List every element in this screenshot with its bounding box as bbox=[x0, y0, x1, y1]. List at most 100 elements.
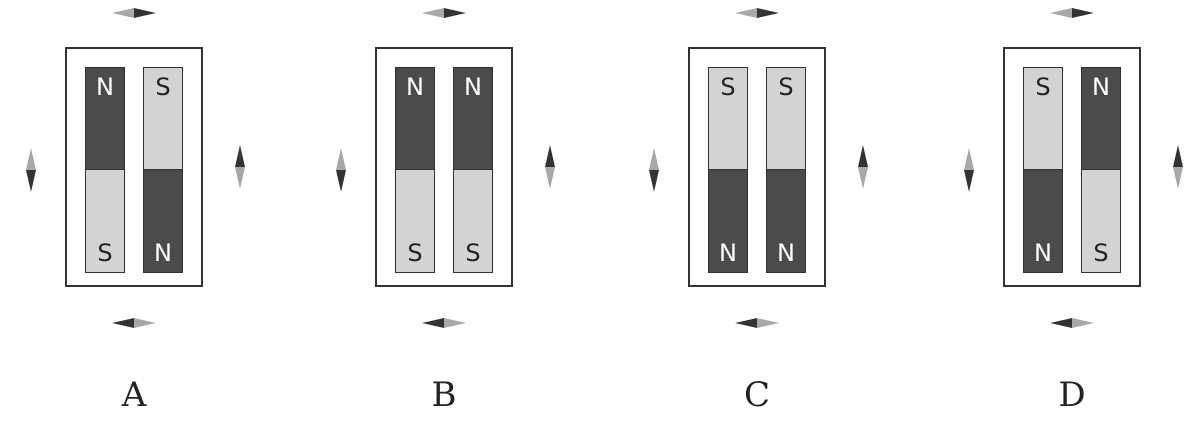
pole-label: N bbox=[1092, 73, 1110, 101]
pole-label: S bbox=[465, 239, 481, 267]
south-pole-region: S bbox=[1024, 68, 1062, 170]
needle-north-half bbox=[336, 170, 346, 192]
needle-north-half bbox=[1050, 318, 1072, 328]
panel-label: B bbox=[431, 375, 457, 415]
compass-needle-icon bbox=[858, 145, 868, 189]
pole-label: S bbox=[1093, 239, 1109, 267]
needle-north-half bbox=[1072, 8, 1094, 18]
compass-needle-icon bbox=[422, 318, 466, 328]
south-pole-region: S bbox=[396, 170, 434, 272]
needle-south-half bbox=[26, 148, 36, 170]
compass-needle-icon bbox=[735, 8, 779, 18]
north-pole-region: N bbox=[454, 68, 492, 170]
panel-label: A bbox=[121, 375, 147, 415]
needle-north-half bbox=[649, 170, 659, 192]
needle-south-half bbox=[757, 318, 779, 328]
needle-south-half bbox=[964, 148, 974, 170]
needle-north-half bbox=[444, 8, 466, 18]
compass-needle-icon bbox=[735, 318, 779, 328]
south-pole-region: S bbox=[144, 68, 182, 170]
pole-label: S bbox=[407, 239, 423, 267]
pole-label: N bbox=[777, 239, 795, 267]
north-pole-region: N bbox=[144, 170, 182, 272]
pole-label: S bbox=[155, 73, 171, 101]
compass-needle-icon bbox=[235, 145, 245, 189]
north-pole-region: N bbox=[86, 68, 124, 170]
pole-label: S bbox=[778, 73, 794, 101]
pole-label: N bbox=[154, 239, 172, 267]
needle-north-half bbox=[1173, 145, 1183, 167]
needle-south-half bbox=[1050, 8, 1072, 18]
compass-needle-icon bbox=[26, 148, 36, 192]
needle-north-half bbox=[757, 8, 779, 18]
compass-needle-icon bbox=[336, 148, 346, 192]
south-pole-region: S bbox=[767, 68, 805, 170]
needle-south-half bbox=[112, 8, 134, 18]
needle-north-half bbox=[545, 145, 555, 167]
compass-needle-icon bbox=[112, 8, 156, 18]
needle-north-half bbox=[134, 8, 156, 18]
compass-needle-icon bbox=[964, 148, 974, 192]
pole-label: N bbox=[96, 73, 114, 101]
pole-label: N bbox=[1034, 239, 1052, 267]
compass-needle-icon bbox=[649, 148, 659, 192]
north-pole-region: N bbox=[767, 170, 805, 272]
north-pole-region: N bbox=[1082, 68, 1120, 170]
needle-south-half bbox=[134, 318, 156, 328]
panel-label: D bbox=[1058, 375, 1086, 415]
pole-label: N bbox=[719, 239, 737, 267]
pole-label: S bbox=[97, 239, 113, 267]
north-pole-region: N bbox=[396, 68, 434, 170]
compass-needle-icon bbox=[1050, 318, 1094, 328]
needle-south-half bbox=[336, 148, 346, 170]
needle-north-half bbox=[235, 145, 245, 167]
needle-south-half bbox=[444, 318, 466, 328]
panel-label: C bbox=[743, 375, 770, 415]
north-pole-region: N bbox=[709, 170, 747, 272]
south-pole-region: S bbox=[86, 170, 124, 272]
compass-needle-icon bbox=[545, 145, 555, 189]
needle-south-half bbox=[1072, 318, 1094, 328]
north-pole-region: N bbox=[1024, 170, 1062, 272]
pole-label: S bbox=[1035, 73, 1051, 101]
compass-needle-icon bbox=[112, 318, 156, 328]
needle-south-half bbox=[235, 167, 245, 189]
needle-north-half bbox=[26, 170, 36, 192]
needle-south-half bbox=[735, 8, 757, 18]
compass-needle-icon bbox=[1173, 145, 1183, 189]
south-pole-region: S bbox=[1082, 170, 1120, 272]
south-pole-region: S bbox=[454, 170, 492, 272]
needle-south-half bbox=[649, 148, 659, 170]
needle-south-half bbox=[1173, 167, 1183, 189]
needle-north-half bbox=[112, 318, 134, 328]
needle-south-half bbox=[545, 167, 555, 189]
south-pole-region: S bbox=[709, 68, 747, 170]
pole-label: N bbox=[406, 73, 424, 101]
needle-south-half bbox=[422, 8, 444, 18]
needle-north-half bbox=[858, 145, 868, 167]
needle-north-half bbox=[735, 318, 757, 328]
pole-label: S bbox=[720, 73, 736, 101]
compass-needle-icon bbox=[1050, 8, 1094, 18]
compass-needle-icon bbox=[422, 8, 466, 18]
pole-label: N bbox=[464, 73, 482, 101]
needle-north-half bbox=[964, 170, 974, 192]
needle-south-half bbox=[858, 167, 868, 189]
needle-north-half bbox=[422, 318, 444, 328]
